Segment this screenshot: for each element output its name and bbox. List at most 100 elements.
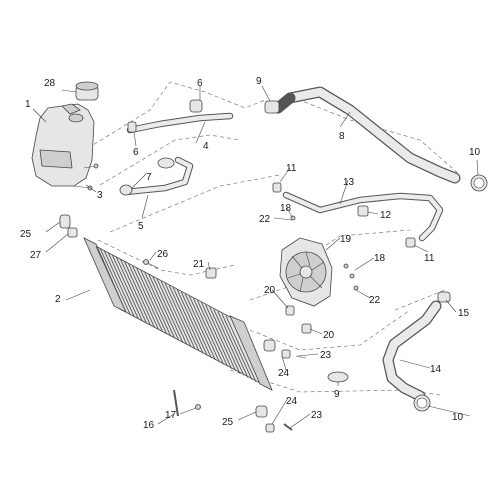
radiator-fin [217,311,249,378]
radiator-fin [168,285,200,352]
radiator-fin [111,254,143,322]
expansion-tank [31,103,95,187]
callout-10a: 10 [469,147,481,158]
callout-labels: 1 2 3 4 5 6 6 7 8 9 9 10 10 11 11 12 13 … [20,76,481,431]
callout-28: 28 [44,78,56,89]
radiator-fin [120,259,151,326]
radiator-fin [144,272,176,339]
callout-24b: 24 [286,396,298,407]
callout-6a: 6 [197,78,203,89]
radiator-fin [189,296,220,363]
screw-23-upper [295,355,307,359]
spacer-21 [205,267,217,279]
callout-19: 19 [340,234,352,245]
radiator-fin [193,298,224,365]
radiator-fin [124,261,155,328]
radiator-fin [152,276,184,343]
callout-15: 15 [458,308,470,319]
callout-17: 17 [165,410,177,421]
callout-23b: 23 [311,410,323,421]
callout-7: 7 [146,172,152,183]
radiator-fins [95,245,257,383]
radiator [83,237,273,391]
callout-11b: 11 [424,253,435,264]
callout-26: 26 [157,249,169,260]
clamp-9-top [264,100,280,114]
callout-5: 5 [138,221,144,232]
radiator-fin [128,263,159,330]
radiator-fin [95,245,127,313]
callout-20b: 20 [323,330,335,341]
radiator-fin [213,309,245,376]
callout-18a: 18 [280,203,292,214]
callout-12: 12 [380,210,392,221]
screw-26 [143,259,159,269]
callout-22b: 22 [369,295,381,306]
radiator-fin [209,306,241,374]
radiator-fin [176,289,208,356]
hose-5 [122,156,194,196]
radiator-fin [184,293,216,361]
clamp-15 [437,291,451,303]
radiator-fin [115,256,147,324]
callout-11a: 11 [286,163,297,174]
clamp-10-top [470,174,488,192]
sensor-12 [357,205,369,217]
hose-4 [126,112,234,134]
callout-9b: 9 [334,389,340,400]
clamp-10-bottom [413,394,431,412]
radiator-fin [107,252,139,319]
grommet-24 [263,339,291,359]
callout-2: 2 [55,294,61,305]
leader-lines [32,85,479,429]
radiator-fin [201,302,232,369]
clamp-7 [119,157,175,196]
hose-13 [282,191,444,242]
callout-16: 16 [143,420,155,431]
clamp-11-lower [405,237,416,248]
callout-25a: 25 [20,229,32,240]
callout-9a: 9 [256,76,262,87]
spacer-20 [285,305,312,334]
bushing-27 [67,227,78,238]
callout-25b: 25 [222,417,234,428]
bushing-24-bottom [265,423,275,433]
radiator-fin [225,315,257,383]
radiator-fin [164,282,196,350]
callout-8: 8 [339,131,345,142]
radiator-fin [156,278,188,346]
callout-21: 21 [193,259,205,270]
grommet-25-bottom [255,405,268,418]
callout-3: 3 [97,190,103,201]
callout-23a: 23 [320,350,332,361]
callout-20a: 20 [264,285,276,296]
callout-6b: 6 [133,147,139,158]
callout-1: 1 [25,99,31,110]
cooling-fan [279,237,333,307]
radiator-fin [136,267,168,335]
callout-13: 13 [343,177,355,188]
bolt-17 [173,389,201,417]
clamp-6-top [189,99,203,113]
radiator-fin [160,280,192,348]
grommet-25-top [59,214,71,229]
radiator-fin [205,304,237,372]
clamp-11-upper [272,182,282,193]
radiator-fin [180,291,212,359]
expansion-tank-cap [75,81,99,101]
radiator-fin [99,248,131,315]
callout-4: 4 [203,141,209,152]
callout-18b: 18 [374,253,386,264]
radiator-fin [221,313,253,380]
callout-14: 14 [430,364,442,375]
fan-nuts-18 [290,215,359,291]
callout-22a: 22 [259,214,271,225]
radiator-fin [140,269,172,337]
clamp-9-lower [327,371,349,383]
radiator-fin [132,265,163,332]
callout-10b: 10 [452,412,464,423]
radiator-fin [197,300,228,367]
radiator-fin [172,287,204,354]
callout-24a: 24 [278,368,290,379]
